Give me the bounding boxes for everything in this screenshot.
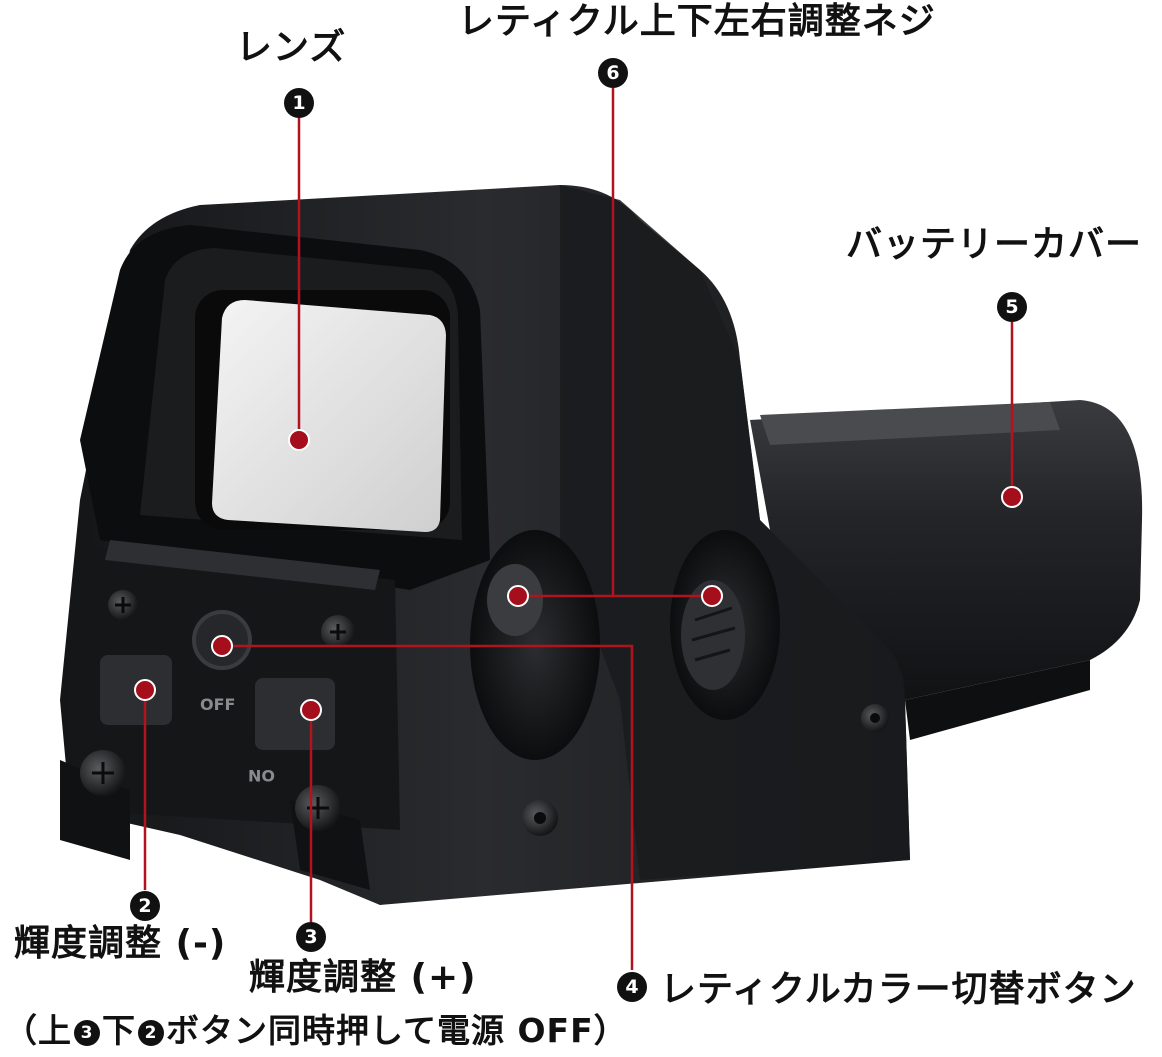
label-lens: レンズ — [236, 27, 347, 68]
panel-off-engraving: OFF — [200, 695, 235, 714]
leader-line-reticle-color — [222, 644, 634, 970]
badge-brightness-down: 2 — [130, 891, 160, 921]
note-open-text: （上 — [4, 1011, 72, 1050]
panel-on-engraving: ON — [248, 766, 275, 785]
note-badge-b: 2 — [138, 1019, 164, 1046]
badge-lens: 1 — [284, 88, 314, 118]
badge-battery-cover: 5 — [997, 292, 1027, 322]
label-brightness-down: 輝度調整 (-) — [14, 923, 227, 964]
brightness-up-button-shape — [255, 678, 335, 750]
marker-dots — [134, 429, 1023, 721]
label-reticle-adjust: レティクル上下左右調整ネジ — [458, 1, 936, 42]
note-end-text: ボタン同時押して電源 OFF） — [166, 1011, 628, 1050]
label-brightness-up: 輝度調整 (+) — [249, 957, 477, 998]
badge-brightness-up: 3 — [296, 922, 326, 952]
label-reticle-color: レティクルカラー切替ボタン — [660, 969, 1137, 1010]
label-battery-cover: バッテリーカバー — [846, 224, 1143, 265]
lens-glass — [212, 300, 446, 532]
leader-lines — [143, 88, 1014, 970]
screw-icon — [80, 590, 889, 836]
note-mid-text: 下 — [102, 1011, 136, 1050]
badge-reticle-color: 4 — [617, 972, 647, 1002]
control-panel: OFF ON — [60, 540, 400, 890]
note-badge-a: 3 — [74, 1019, 100, 1046]
badge-reticle-adjust: 6 — [598, 58, 628, 88]
